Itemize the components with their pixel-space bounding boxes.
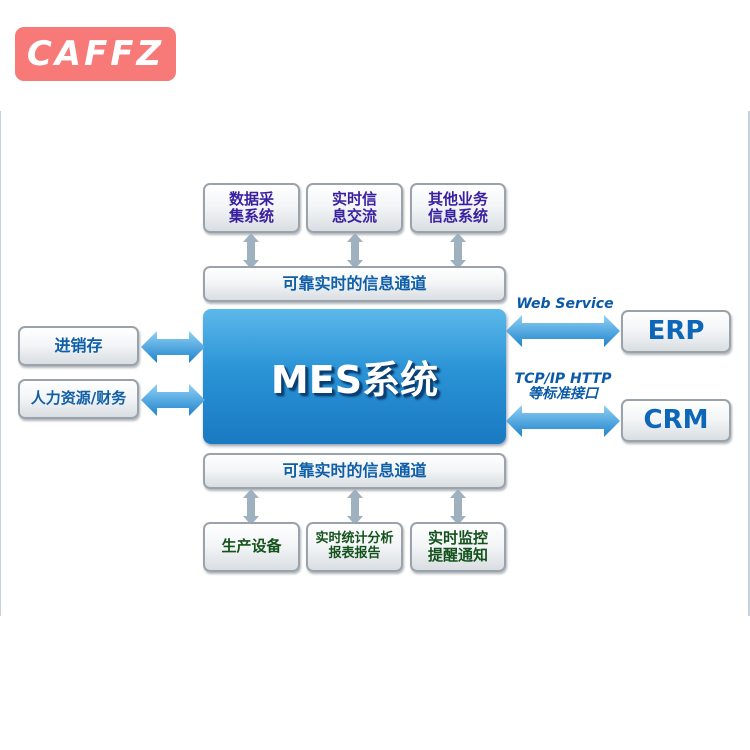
double-arrow-vertical-icon: [347, 489, 363, 525]
box-line: 提醒通知: [427, 546, 488, 564]
box-line: 其他业务: [427, 189, 488, 208]
box-line: 生产设备: [221, 537, 282, 556]
box-label: 人力资源/财务: [30, 389, 127, 408]
top-info-channel: 可靠实时的信息通道: [203, 266, 506, 302]
box-line: 信息系统: [427, 207, 488, 225]
channel-label: 可靠实时的信息通道: [282, 460, 427, 480]
double-arrow-horizontal-icon: [506, 405, 620, 437]
top-box-realtime-info: 实时信息交流: [306, 183, 403, 233]
box-line: 集系统: [228, 207, 274, 225]
bottom-box-production-equipment: 生产设备: [203, 522, 300, 572]
brand-logo: CAFFZ: [15, 27, 176, 81]
double-arrow-vertical-icon: [243, 233, 259, 269]
box-line: 实时信: [331, 189, 377, 208]
box-line: 实时监控: [427, 528, 488, 547]
bottom-info-channel: 可靠实时的信息通道: [203, 453, 506, 489]
mes-label: MES系统: [270, 358, 439, 402]
right-box-crm: CRM: [621, 399, 731, 442]
double-arrow-horizontal-icon: [141, 331, 205, 363]
box-label: 进销存: [54, 335, 103, 355]
double-arrow-vertical-icon: [347, 233, 363, 269]
box-line: 息交流: [331, 207, 377, 225]
web-service-label: Web Service: [516, 296, 614, 312]
mes-system-block: MES系统: [203, 309, 506, 444]
box-line: 报表报告: [328, 546, 381, 561]
double-arrow-vertical-icon: [450, 489, 466, 525]
box-label: CRM: [643, 404, 709, 435]
top-box-other-systems: 其他业务信息系统: [410, 183, 506, 233]
bottom-box-statistics-reports: 实时统计分析报表报告: [306, 522, 403, 572]
top-box-data-collection: 数据采集系统: [203, 183, 300, 233]
channel-label: 可靠实时的信息通道: [282, 273, 427, 293]
double-arrow-vertical-icon: [243, 489, 259, 525]
left-box-inventory: 进销存: [18, 326, 139, 366]
box-line: 数据采: [228, 189, 274, 208]
box-label: ERP: [647, 315, 705, 346]
tcp-ip-line: TCP/IP HTTP: [514, 371, 612, 387]
double-arrow-horizontal-icon: [141, 384, 205, 416]
tcp-ip-label: TCP/IP HTTP 等标准接口: [508, 371, 618, 403]
double-arrow-horizontal-icon: [506, 315, 620, 347]
left-box-hr-finance: 人力资源/财务: [18, 379, 139, 419]
box-line: 实时统计分析: [315, 531, 394, 547]
double-arrow-vertical-icon: [450, 233, 466, 269]
standard-interface-line: 等标准接口: [528, 386, 598, 403]
bottom-box-monitoring-alerts: 实时监控提醒通知: [410, 522, 506, 572]
right-box-erp: ERP: [621, 310, 731, 353]
brand-logo-text: CAFFZ: [26, 34, 165, 74]
